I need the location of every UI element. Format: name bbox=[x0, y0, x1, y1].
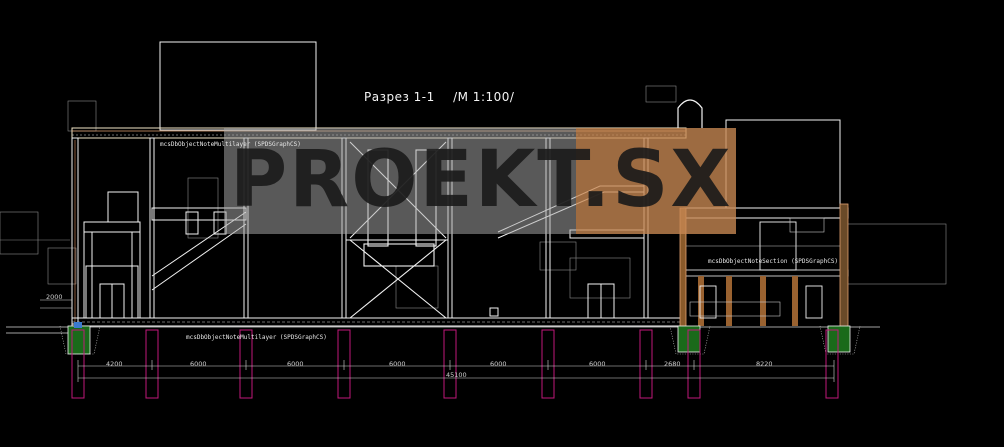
dimension-span-8: 8220 bbox=[756, 360, 773, 368]
bracing-bay bbox=[346, 141, 448, 319]
foundations bbox=[59, 322, 861, 355]
left-wall bbox=[71, 137, 79, 325]
annotation-frames bbox=[0, 85, 947, 309]
dimension-lines bbox=[40, 299, 835, 382]
scale-label: /М 1:100/ bbox=[453, 90, 515, 104]
floor-slab bbox=[6, 317, 880, 334]
dimension-span-6: 6000 bbox=[589, 360, 606, 368]
dimension-span-1: 4200 bbox=[106, 360, 123, 368]
roof-frame-right bbox=[725, 119, 841, 209]
object-note-top: mcsDbObjectNoteMultilayer (SPDSGraphCS) bbox=[160, 141, 301, 148]
dimension-span-7: 2680 bbox=[664, 360, 681, 368]
object-note-bottom: mcsDbObjectNoteMultilayer (SPDSGraphCS) bbox=[186, 334, 327, 341]
dimension-span-3: 6000 bbox=[287, 360, 304, 368]
left-interior bbox=[83, 191, 247, 319]
piles bbox=[71, 329, 839, 399]
dimension-span-4: 6000 bbox=[389, 360, 406, 368]
roof-vent bbox=[677, 99, 703, 128]
section-label: Разрез 1-1 bbox=[364, 90, 435, 104]
dimension-span-2: 6000 bbox=[190, 360, 207, 368]
dimension-span-5: 6000 bbox=[490, 360, 507, 368]
dimension-left-height: 2000 bbox=[46, 293, 63, 301]
object-note-right: mcsDbObjectNoteSection (SPDSGraphCS) bbox=[708, 258, 839, 265]
section-title: Разрез 1-1 /М 1:100/ bbox=[364, 90, 514, 104]
roof-frame-left bbox=[159, 41, 317, 131]
right-annex bbox=[679, 203, 849, 329]
dimension-total: 45100 bbox=[446, 371, 467, 379]
columns bbox=[149, 137, 649, 319]
